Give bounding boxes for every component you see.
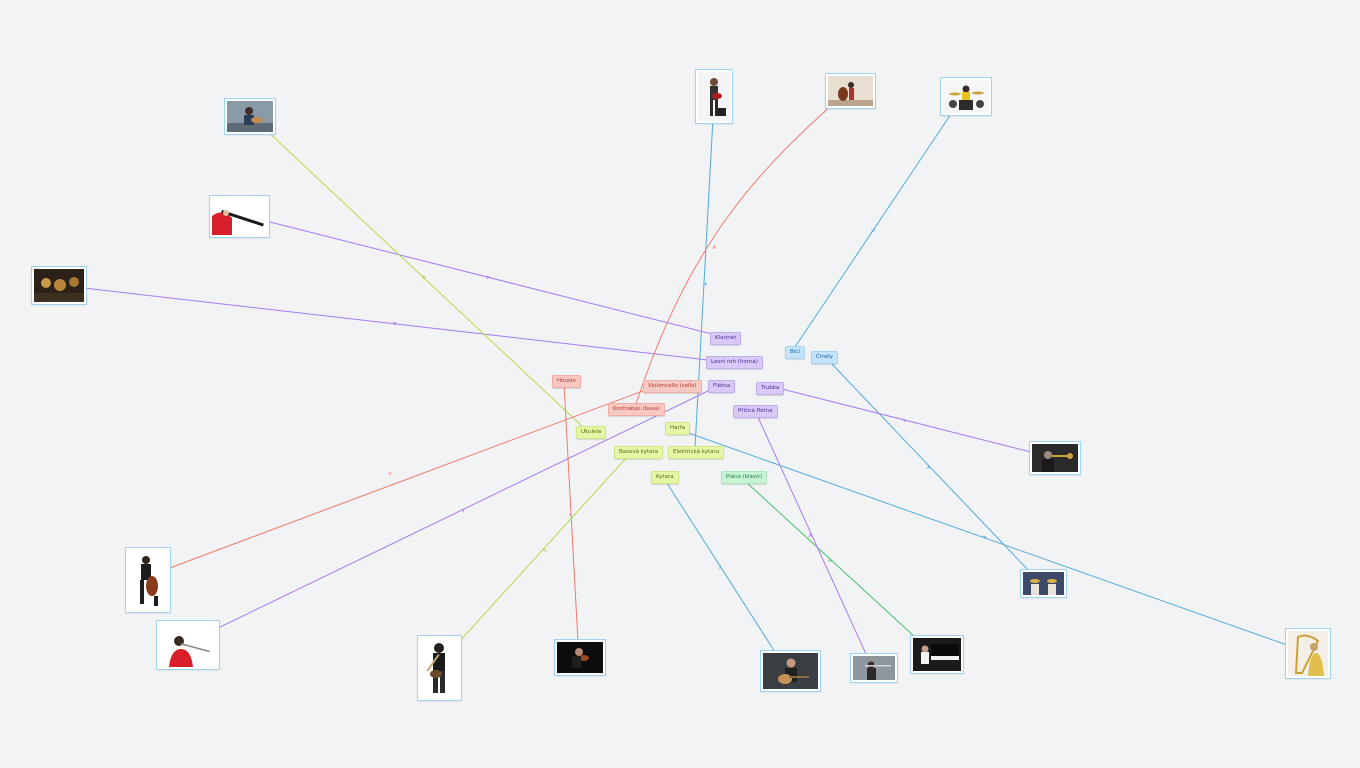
photo-harp-player[interactable] — [1286, 629, 1330, 678]
photo-electric-guitar-player[interactable] — [696, 70, 732, 123]
photo-transverse-flute-player[interactable] — [851, 654, 897, 682]
direction-arrows — [388, 228, 987, 569]
node-basova-kytara[interactable]: Basová kytara — [614, 446, 664, 459]
node-housle[interactable]: Housle — [552, 375, 581, 388]
connector-housle — [563, 383, 579, 643]
connector-piano — [744, 480, 916, 638]
connector-trubka — [781, 388, 1032, 453]
photo-cymbals-players[interactable] — [1021, 570, 1066, 597]
node-pricna-fletna[interactable]: Příčná flétna — [733, 405, 778, 418]
photo-violin-player[interactable] — [555, 640, 605, 675]
node-cinely[interactable]: Činely — [811, 351, 839, 364]
photo-ukulele-player[interactable] — [225, 99, 275, 134]
node-lesni-roh[interactable]: Lesní roh (horna) — [706, 356, 763, 369]
node-klarinet[interactable]: Klarinet — [710, 332, 742, 345]
node-violoncello[interactable]: Violoncello (cello) — [643, 380, 702, 393]
photo-piano-player[interactable] — [911, 636, 963, 673]
connector-kytara — [664, 479, 776, 653]
node-kytara[interactable]: Kytara — [651, 471, 679, 484]
connector-bici — [794, 110, 954, 348]
photo-drummer[interactable] — [941, 78, 991, 115]
connector-lesni-roh — [83, 287, 709, 361]
connector-elektricka-kytara — [694, 117, 714, 449]
connector-cinely — [829, 361, 1031, 573]
connector-ukulele — [264, 128, 584, 428]
photo-trumpet-player[interactable] — [1030, 442, 1080, 474]
connector-klarinet — [265, 220, 713, 335]
connector-pricna-fletna — [756, 414, 867, 655]
node-harfa[interactable]: Harfa — [665, 422, 691, 435]
photo-guitar-player[interactable] — [761, 651, 820, 691]
photo-cello-player[interactable] — [126, 548, 170, 612]
node-ukulele[interactable]: Ukulele — [576, 426, 607, 439]
node-trubka[interactable]: Trubka — [756, 382, 785, 395]
node-fletna[interactable]: Flétna — [708, 380, 736, 393]
connector-violoncello — [166, 388, 649, 570]
node-elektricka-kytara[interactable]: Elektrická kytara — [668, 446, 725, 459]
photo-double-bass-player[interactable] — [826, 74, 875, 108]
photo-bass-guitar-player[interactable] — [418, 636, 461, 700]
photo-clarinet-player[interactable] — [210, 196, 269, 237]
connector-fletna — [215, 388, 713, 630]
node-bici[interactable]: Bicí — [785, 346, 805, 359]
node-piano[interactable]: Piáno (klavír) — [721, 471, 768, 484]
photo-flute-player[interactable] — [157, 621, 219, 669]
connector-harfa — [679, 429, 1288, 646]
connector-basova-kytara — [457, 455, 629, 644]
node-kontrabas[interactable]: Kontrabas (basa) — [608, 403, 665, 416]
photo-horn-orchestra[interactable] — [32, 267, 86, 304]
